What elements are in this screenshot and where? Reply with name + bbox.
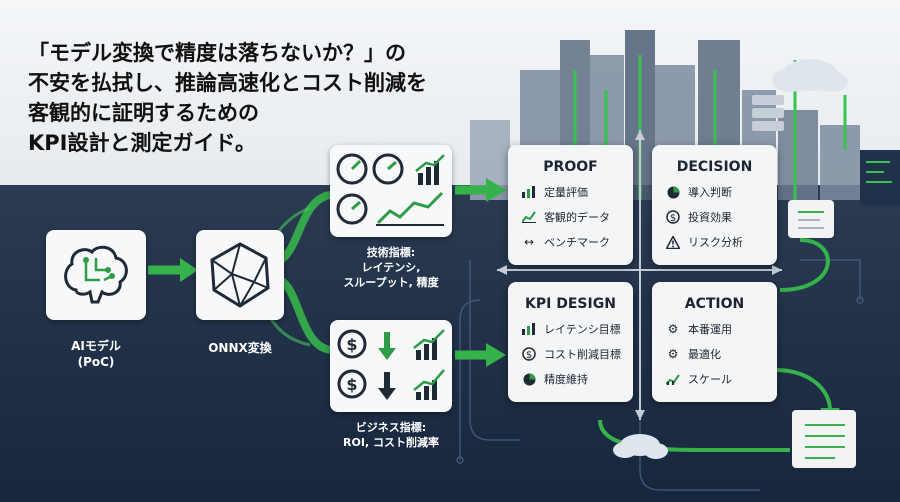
gauge-icon [336, 153, 404, 225]
down-arrow-icon [378, 332, 396, 400]
polyhedron-icon [210, 242, 270, 308]
circuit-lines [456, 259, 864, 491]
action-item: ⚙ 最適化 [664, 346, 777, 362]
decision-title: DECISION [676, 159, 753, 175]
kpi-design-card: KPI DESIGN レイテンシ目標 $ コスト削減目標 精度維持 [508, 282, 633, 402]
svg-text:$: $ [346, 335, 357, 354]
proof-item-label: 客観的データ [544, 211, 610, 224]
action-title: ACTION [684, 296, 745, 312]
cloud-icon-bottom [613, 434, 668, 459]
onnx-label: ONNX変換 [208, 341, 272, 355]
proof-item-label: ベンチマーク [544, 236, 610, 249]
proof-item-label: 定量評価 [544, 186, 588, 199]
headline-line-1: 「モデル変換で精度は落ちないか？」の [28, 41, 406, 65]
svg-text:$: $ [670, 213, 676, 224]
dollar-icon: $ $ [337, 329, 367, 399]
proof-title: PROOF [543, 159, 598, 175]
bar-chart-icon [418, 161, 439, 185]
tech-metrics-card [330, 145, 452, 237]
proof-item: ↔ ベンチマーク [520, 234, 633, 250]
decision-item-label: リスク分析 [688, 236, 743, 249]
proof-item: 定量評価 [520, 184, 633, 200]
ai-model-label: AIモデル (PoC) [36, 338, 156, 370]
tech-metrics-label-line-2: レイテンシ, [361, 261, 421, 274]
decision-item: 導入判断 [664, 184, 777, 200]
action-item: スケール [664, 371, 777, 387]
kpi-design-item: 精度維持 [520, 371, 633, 387]
kpi-design-item: $ コスト削減目標 [520, 346, 633, 362]
ai-model-card [46, 230, 146, 320]
trend-chart-icon [664, 371, 682, 387]
decision-item: $ 投資効果 [664, 209, 777, 225]
action-card: ACTION ⚙ 本番運用 ⚙ 最適化 スケール [652, 282, 777, 402]
business-metrics-label-line-1: ビジネス指標: [355, 421, 427, 434]
gauges-icon [336, 153, 445, 226]
pie-chart-icon [664, 184, 682, 200]
dollar-icon: $ [664, 209, 682, 225]
warning-icon [664, 234, 682, 250]
svg-text:$: $ [526, 350, 532, 361]
kpi-design-item: レイテンシ目標 [520, 321, 633, 337]
kpi-design-item-label: レイテンシ目標 [544, 323, 621, 336]
tech-metrics-label-line-3: スループット, 精度 [343, 276, 439, 289]
line-chart-icon [376, 191, 444, 225]
ai-model-label-line-1: AIモデル [71, 339, 121, 353]
bar-chart-icon [520, 184, 538, 200]
dollar-icon: $ [520, 346, 538, 362]
headline: 「モデル変換で精度は落ちないか？」の 不安を払拭し、推論高速化とコスト削減を 客… [28, 38, 498, 158]
bar-chart-icon [416, 338, 437, 400]
bar-chart-icon [520, 321, 538, 337]
business-metrics-card: $ $ [330, 320, 452, 412]
onnx-card [196, 230, 284, 320]
action-item-label: スケール [688, 373, 732, 386]
proof-item: 客観的データ [520, 209, 633, 225]
cloud-icon-top [772, 59, 848, 92]
gear-icon: ⚙ [667, 322, 679, 336]
kpi-design-item-label: 精度維持 [544, 373, 588, 386]
document-list-icon [792, 410, 856, 468]
decision-item-label: 導入判断 [688, 186, 732, 199]
tech-metrics-label-line-1: 技術指標: [366, 246, 416, 259]
action-item: ⚙ 本番運用 [664, 321, 777, 337]
quadrant-cross-arrows [497, 130, 782, 420]
business-icons: $ $ [337, 329, 445, 400]
brain-icon [64, 245, 128, 304]
business-metrics-label: ビジネス指標: ROI, コスト削減率 [328, 420, 454, 450]
headline-line-4: KPI設計と測定ガイド。 [28, 131, 257, 155]
kpi-design-title: KPI DESIGN [525, 296, 616, 312]
proof-card: PROOF 定量評価 客観的データ ↔ ベンチマーク [508, 145, 633, 265]
kpi-design-item-label: コスト削減目標 [544, 348, 621, 361]
compare-arrows-icon: ↔ [523, 235, 535, 249]
code-screen-icon [860, 150, 900, 205]
decision-card: DECISION 導入判断 $ 投資効果 リスク分析 [652, 145, 777, 265]
tech-metrics-label: 技術指標: レイテンシ, スループット, 精度 [328, 245, 454, 290]
headline-line-3: 客観的に証明するための [28, 101, 259, 125]
ai-model-label-line-2: (PoC) [77, 355, 115, 369]
pie-chart-icon [520, 371, 538, 387]
svg-text:$: $ [346, 375, 357, 394]
action-item-label: 最適化 [688, 348, 721, 361]
business-metrics-label-line-2: ROI, コスト削減率 [343, 436, 439, 449]
gear-icon: ⚙ [667, 347, 679, 361]
decision-item-label: 投資効果 [688, 211, 732, 224]
chat-bubble-icon [788, 200, 834, 238]
decision-item: リスク分析 [664, 234, 777, 250]
headline-line-2: 不安を払拭し、推論高速化とコスト削減を [28, 71, 427, 95]
server-icon [752, 95, 784, 131]
trend-line-icon [415, 154, 445, 172]
line-chart-icon [520, 209, 538, 225]
action-item-label: 本番運用 [688, 323, 732, 336]
